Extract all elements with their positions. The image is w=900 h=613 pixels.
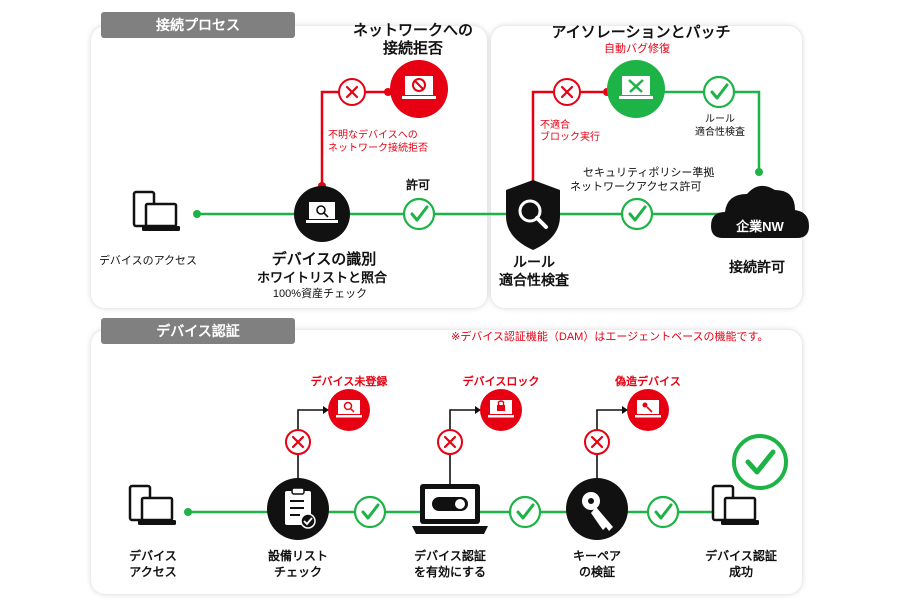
check-icon	[508, 495, 542, 529]
step-label-success-1: デバイス認証	[705, 549, 777, 563]
process-section-tab: 接続プロセス	[101, 12, 295, 38]
reject-note-line1: 不明なデバイスへの	[328, 130, 418, 141]
step-label-key-1: キーペア	[572, 549, 622, 563]
auto-fix-label: 自動バグ修復	[604, 43, 670, 55]
policy-note-line2: ネットワークアクセス許可	[570, 181, 702, 193]
policy-note-line1: セキュリティポリシー準拠	[583, 167, 715, 179]
laptop-search-icon	[294, 186, 350, 242]
auth-section-tab: デバイス認証	[101, 318, 295, 344]
reject-x-icon	[437, 429, 463, 455]
identify-title: デバイスの識別	[271, 251, 377, 268]
dam-note: ※デバイス認証機能（DAM）はエージェントベースの機能です。	[451, 331, 769, 343]
fail-label-forged: 偽造デバイス	[615, 376, 681, 388]
step-label-list-2: チェック	[273, 565, 323, 579]
check-icon	[646, 495, 680, 529]
clipboard-check-icon	[267, 478, 329, 540]
device-access-label: デバイスのアクセス	[98, 255, 198, 267]
check-icon	[620, 197, 654, 231]
step-label-list-1: 設備リスト	[267, 549, 329, 563]
reject-x-icon	[584, 429, 610, 455]
rule-title-line2: 適合性検査	[499, 272, 569, 288]
process-flow-lines	[193, 90, 763, 218]
fail-label-locked: デバイスロック	[462, 376, 540, 388]
big-check-icon	[732, 434, 788, 490]
block-note-line2: ブロック実行	[540, 132, 600, 143]
check-icon	[402, 197, 436, 231]
isolation-title: アイソレーションとパッチ	[551, 24, 731, 41]
connect-ok-label: 接続許可	[729, 259, 785, 275]
reject-title-line1: ネットワークへの	[352, 22, 474, 39]
fail-label-unregistered: デバイス未登録	[310, 376, 388, 388]
reject-note-line2: ネットワーク接続拒否	[328, 143, 428, 154]
step-label-enable-1: デバイス認証	[414, 549, 486, 563]
key-icon	[566, 478, 628, 540]
check-icon	[702, 75, 736, 109]
block-note-line1: 不適合	[540, 120, 570, 131]
step-label-key-2: の検証	[578, 565, 616, 579]
toggle-laptop-icon	[412, 484, 488, 534]
laptop-key-icon	[627, 389, 669, 431]
reject-x-icon	[285, 429, 311, 455]
repair-laptop-icon	[607, 60, 665, 118]
blocked-laptop-icon	[390, 60, 448, 118]
rule-title-line1: ルール	[513, 254, 555, 270]
devices-icon	[128, 484, 178, 527]
step-label-access-2: アクセス	[129, 565, 177, 579]
rule-ok-line2: 適合性検査	[695, 127, 745, 138]
devices-icon	[132, 190, 182, 233]
allow-label: 許可	[405, 178, 431, 192]
check-icon	[353, 495, 387, 529]
reject-x-icon	[338, 78, 366, 106]
devices-icon	[711, 484, 761, 527]
laptop-search-icon	[328, 389, 370, 431]
rule-ok-line1: ルール	[705, 114, 735, 125]
identify-note: 100%資産チェック	[272, 288, 368, 300]
laptop-lock-icon	[480, 389, 522, 431]
step-label-access-1: デバイス	[129, 549, 177, 563]
identify-subtitle: ホワイトリストと照合	[256, 270, 388, 285]
auth-panel	[91, 330, 802, 594]
step-label-enable-2: を有効にする	[413, 565, 487, 579]
cloud-icon	[711, 185, 809, 238]
shield-search-icon	[506, 180, 560, 250]
reject-x-icon	[553, 78, 581, 106]
enterprise-nw-label: 企業NW	[736, 219, 784, 234]
reject-title-line2: 接続拒否	[382, 40, 444, 57]
step-label-success-2: 成功	[728, 565, 754, 579]
